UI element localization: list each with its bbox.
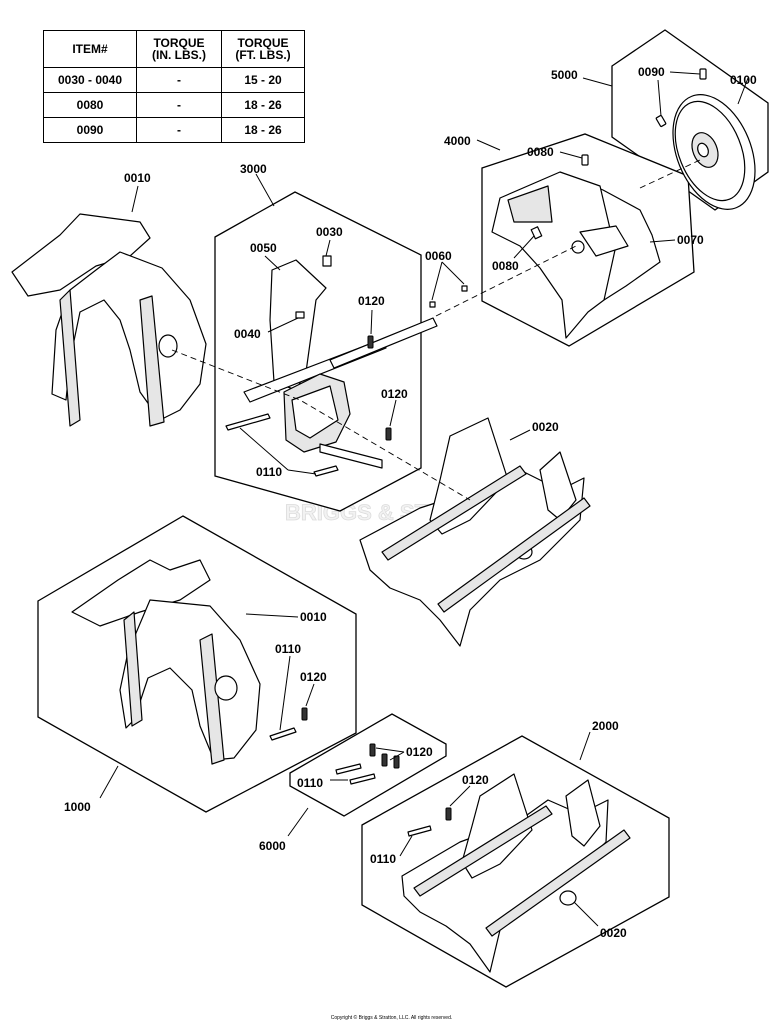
kit-box-6000	[289, 713, 447, 817]
bracket-part	[491, 154, 661, 339]
callout-0120-c: 0120	[300, 670, 327, 684]
callout-0120-a: 0120	[358, 294, 385, 308]
cell-item: 0080	[43, 92, 137, 118]
callout-1000: 1000	[64, 800, 91, 814]
kit-box-3000	[214, 191, 422, 512]
header-torque-in-line2: (IN. LBS.)	[152, 48, 206, 62]
impeller-part-top	[11, 213, 207, 427]
callout-0110-d: 0110	[370, 852, 396, 866]
callout-0070: 0070	[677, 233, 704, 247]
impeller-part-2000	[401, 773, 631, 973]
cell-in-lbs: -	[136, 67, 222, 93]
cell-ft-lbs: 18 - 26	[221, 117, 305, 143]
callout-0120-e: 0120	[462, 773, 489, 787]
callout-0090-top: 0090	[638, 65, 665, 79]
torque-table-header: ITEM# TORQUE (IN. LBS.) TORQUE (FT. LBS.…	[43, 30, 305, 68]
hardware-kit-part	[335, 743, 400, 785]
table-row: 0090 - 18 - 26	[43, 117, 305, 143]
cell-ft-lbs: 15 - 20	[221, 67, 305, 93]
callout-2000: 2000	[592, 719, 619, 733]
header-torque-in-line1: TORQUE	[153, 36, 205, 50]
header-torque-ft-line2: (FT. LBS.)	[235, 48, 291, 62]
header-torque-ft-line1: TORQUE	[237, 36, 289, 50]
callout-0020-bottom: 0020	[600, 926, 627, 940]
gearbox-part	[225, 255, 468, 477]
callout-0110-b: 0110	[275, 642, 301, 656]
torque-table: ITEM# TORQUE (IN. LBS.) TORQUE (FT. LBS.…	[43, 30, 305, 143]
table-row: 0030 - 0040 - 15 - 20	[43, 67, 305, 93]
callout-0080-top: 0080	[527, 145, 554, 159]
callout-0100: 0100	[730, 73, 757, 87]
table-row: 0080 - 18 - 26	[43, 92, 305, 118]
set-screw-part	[655, 68, 707, 128]
assembly-line	[639, 159, 701, 189]
callout-5000: 5000	[551, 68, 578, 82]
callout-0120-b: 0120	[381, 387, 408, 401]
callout-0050: 0050	[250, 241, 277, 255]
cell-item: 0030 - 0040	[43, 67, 137, 93]
callout-0040: 0040	[234, 327, 261, 341]
cell-ft-lbs: 18 - 26	[221, 92, 305, 118]
callout-0110-a: 0110	[256, 465, 282, 479]
cell-in-lbs: -	[136, 92, 222, 118]
callout-0010-mid: 0010	[300, 610, 327, 624]
impeller-part-1000	[71, 559, 308, 765]
assembly-line	[435, 245, 577, 317]
callout-0120-d: 0120	[406, 745, 433, 759]
cell-item: 0090	[43, 117, 137, 143]
callout-4000: 4000	[444, 134, 471, 148]
callout-0080-bottom: 0080	[492, 259, 519, 273]
callout-0020-top: 0020	[532, 420, 559, 434]
callout-6000: 6000	[259, 839, 286, 853]
cell-in-lbs: -	[136, 117, 222, 143]
copyright-notice: Copyright © Briggs & Stratton, LLC. All …	[330, 1015, 453, 1021]
impeller-part-right	[359, 417, 591, 647]
header-torque-ft: TORQUE (FT. LBS.)	[221, 30, 305, 68]
assembly-line	[171, 349, 471, 501]
callout-0030: 0030	[316, 225, 343, 239]
callout-3000: 3000	[240, 162, 267, 176]
callout-0060: 0060	[425, 249, 452, 263]
header-item: ITEM#	[43, 30, 137, 68]
callout-0110-c: 0110	[297, 776, 323, 790]
callout-0010-top: 0010	[124, 171, 151, 185]
pulley-part	[672, 94, 756, 210]
header-torque-in: TORQUE (IN. LBS.)	[136, 30, 222, 68]
leader-lines	[99, 71, 749, 927]
